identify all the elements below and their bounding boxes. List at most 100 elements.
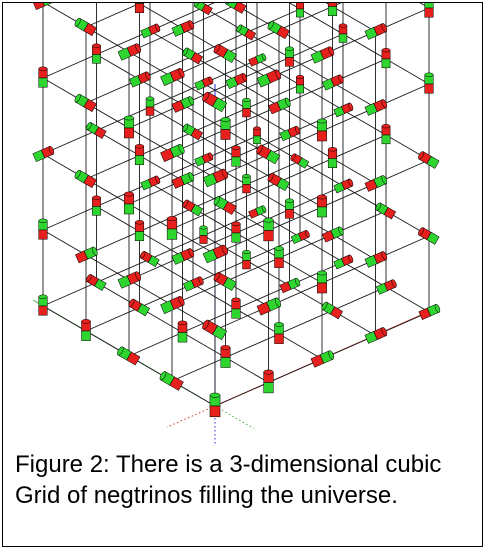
negtrino-half xyxy=(327,6,338,16)
negtrino xyxy=(74,93,97,113)
negtrino xyxy=(92,195,101,216)
negtrino-body xyxy=(202,91,228,113)
negtrino-cap xyxy=(135,43,142,53)
negtrino-cap xyxy=(213,44,221,53)
negtrino-body xyxy=(418,151,440,169)
negtrino xyxy=(364,99,388,116)
negtrino-half xyxy=(242,108,251,118)
negtrino xyxy=(327,3,338,16)
negtrino xyxy=(375,279,397,295)
negtrino-cap xyxy=(274,297,282,308)
negtrino xyxy=(231,145,241,167)
negtrino xyxy=(381,48,391,69)
negtrino xyxy=(321,226,344,243)
negtrino-half xyxy=(199,235,208,244)
negtrino-half xyxy=(38,229,48,240)
negtrino xyxy=(333,254,354,270)
negtrino-cap xyxy=(375,202,382,211)
negtrino xyxy=(317,194,327,218)
negtrino xyxy=(256,144,281,165)
negtrino-cap xyxy=(134,220,145,225)
negtrino xyxy=(134,3,145,13)
negtrino-half xyxy=(295,3,305,10)
negtrino xyxy=(38,294,48,316)
negtrino-body xyxy=(375,279,397,295)
negtrino-cap xyxy=(253,126,261,131)
negtrino xyxy=(364,251,388,268)
negtrino-body xyxy=(85,274,107,291)
negtrino xyxy=(85,274,107,291)
negtrino-half xyxy=(124,203,134,215)
negtrino-cap xyxy=(213,272,221,281)
negtrino-cap xyxy=(294,277,301,287)
negtrino-half xyxy=(177,332,188,343)
negtrino-cap xyxy=(182,47,189,56)
negtrino-body xyxy=(194,152,214,167)
negtrino xyxy=(38,66,48,88)
negtrino-cap xyxy=(145,71,151,81)
negtrino-body xyxy=(310,350,335,368)
negtrino-cap xyxy=(139,250,146,259)
negtrino-cap xyxy=(338,74,344,84)
negtrino-cap xyxy=(135,271,142,281)
negtrino-body xyxy=(267,20,290,40)
negtrino-cap xyxy=(92,43,101,48)
negtrino xyxy=(160,296,185,314)
negtrino-half xyxy=(338,33,348,43)
negtrino-body xyxy=(418,304,441,320)
negtrino-cap xyxy=(38,218,48,223)
negtrino-half xyxy=(225,3,239,10)
negtrino-body xyxy=(267,172,290,192)
negtrino xyxy=(171,20,195,37)
negtrino xyxy=(134,220,145,241)
negtrino-half xyxy=(274,333,284,344)
negtrino xyxy=(171,248,195,265)
negtrino-body xyxy=(268,97,291,115)
negtrino-body xyxy=(194,76,214,91)
negtrino xyxy=(263,217,274,242)
negtrino-body xyxy=(256,144,281,165)
negtrino-body xyxy=(182,199,204,217)
negtrino-body xyxy=(310,46,335,64)
grid-lines xyxy=(42,3,430,407)
negtrino-cap xyxy=(213,196,221,205)
negtrino xyxy=(242,174,251,194)
negtrino xyxy=(310,46,335,64)
negtrino xyxy=(256,69,282,88)
negtrino-half xyxy=(424,7,434,18)
negtrino-half xyxy=(242,184,251,194)
negtrino-cap xyxy=(155,23,161,32)
negtrino-cap xyxy=(241,73,248,82)
negtrino-body xyxy=(375,202,397,220)
negtrino xyxy=(248,205,267,219)
negtrino-body xyxy=(333,102,354,118)
negtrino-body xyxy=(171,96,195,113)
negtrino xyxy=(327,147,338,168)
negtrino xyxy=(74,17,97,37)
negtrino-cap xyxy=(92,195,101,200)
negtrino-cap xyxy=(81,319,91,324)
negtrino xyxy=(225,3,247,14)
negtrino-half xyxy=(38,77,48,88)
negtrino-cap xyxy=(304,230,310,238)
negtrino-half xyxy=(92,54,101,64)
negtrino-half xyxy=(285,209,294,219)
negtrino-cap xyxy=(317,270,327,276)
negtrino-body xyxy=(171,20,195,37)
negtrino-body xyxy=(321,74,344,91)
negtrino-body xyxy=(279,277,301,294)
negtrino-half xyxy=(274,257,284,268)
negtrino xyxy=(418,304,441,320)
negtrino-body xyxy=(364,99,388,116)
negtrino xyxy=(81,319,91,341)
negtrino xyxy=(32,3,54,10)
negtrino-half xyxy=(166,228,178,240)
negtrino-cap xyxy=(178,296,185,306)
negtrino-cap xyxy=(263,369,274,375)
coordinate-axes xyxy=(32,84,438,446)
negtrino-cap xyxy=(221,244,229,255)
negtrino-cap xyxy=(317,118,327,124)
negtrino-half xyxy=(220,357,231,368)
negtrino xyxy=(267,172,290,192)
